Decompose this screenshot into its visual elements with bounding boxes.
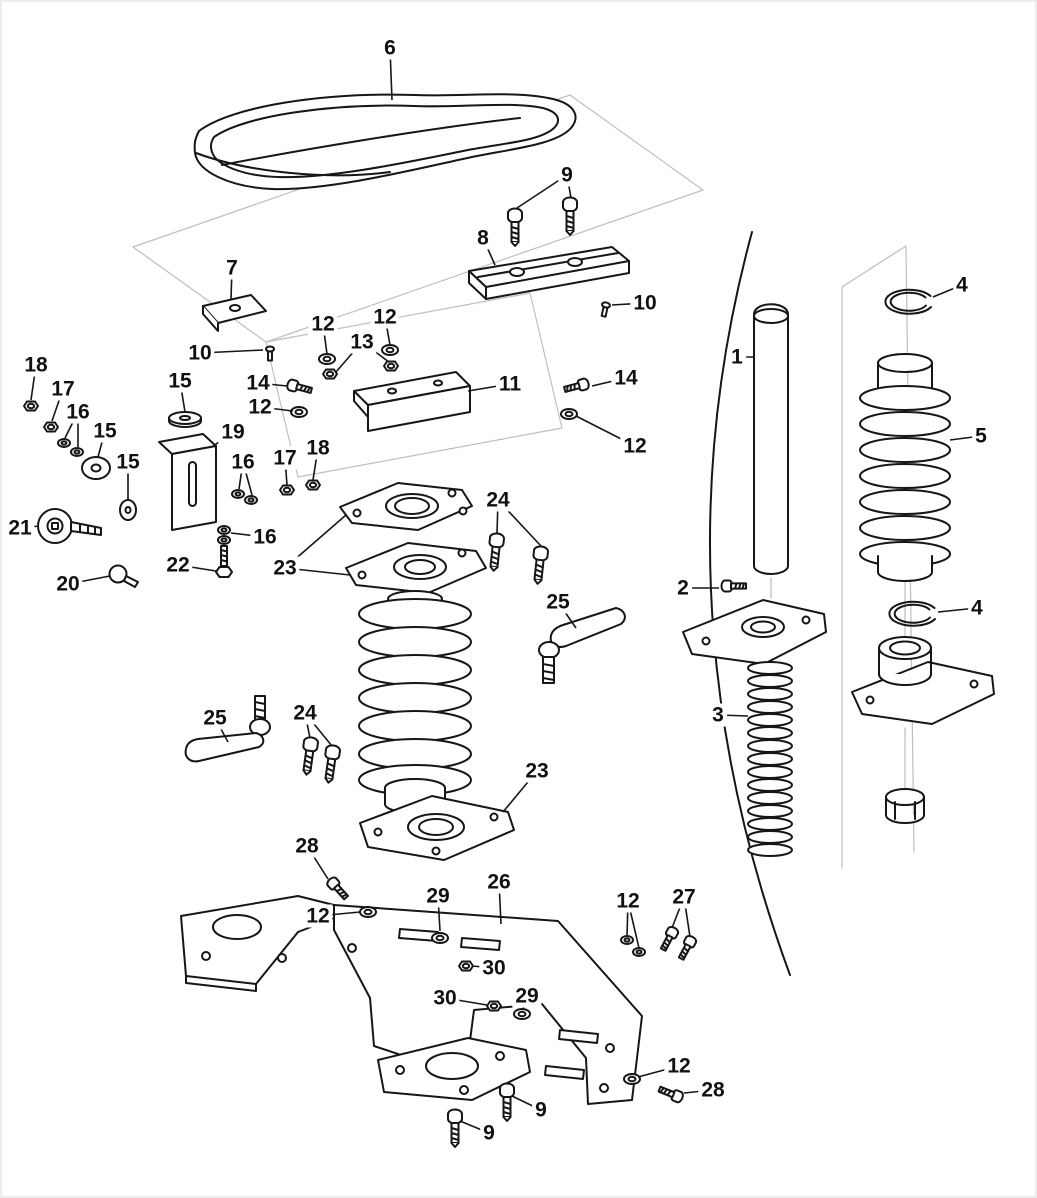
- leader-line: [637, 1065, 680, 1078]
- part-23-upper-plate: [339, 482, 473, 531]
- leader-line: [389, 47, 393, 101]
- leader-line: [437, 895, 441, 932]
- leader-line: [312, 447, 319, 481]
- leader-line: [257, 382, 288, 387]
- part-20-screw: [108, 564, 139, 588]
- leader-line: [575, 415, 636, 447]
- leader-line: [498, 881, 502, 925]
- part-21-knob: [37, 508, 102, 544]
- leader-line: [497, 499, 542, 547]
- part-22-bolt: [215, 545, 233, 578]
- leader-line: [284, 457, 288, 486]
- leader-line: [211, 431, 234, 448]
- leader-line: [467, 383, 511, 392]
- leader-line: [384, 316, 391, 346]
- hardware-left: [23, 400, 202, 521]
- leader-line: [306, 845, 329, 880]
- leader-line: [97, 430, 106, 458]
- leader-line: [284, 567, 351, 576]
- leader-line: [30, 364, 37, 401]
- leader-line: [482, 237, 496, 266]
- leader-line: [591, 377, 627, 387]
- part-bellows-center: [358, 590, 472, 814]
- leader-line: [67, 575, 111, 585]
- leader-line: [214, 717, 229, 743]
- leader-line: [937, 607, 978, 613]
- leader-line: [335, 341, 363, 373]
- leader-line: [566, 174, 572, 199]
- leader-line: [502, 770, 538, 813]
- divider-arc: [709, 231, 791, 976]
- leader-line: [717, 714, 749, 717]
- leader-line: [626, 900, 629, 937]
- leader-line: [557, 601, 577, 629]
- leader-line: [683, 1089, 714, 1094]
- leader-line: [516, 174, 568, 209]
- leader-line: [627, 900, 640, 949]
- leader-line: [242, 461, 253, 496]
- part-cap-nut: [885, 788, 925, 824]
- part-6-seat-pan: [193, 93, 577, 191]
- leader-line: [611, 302, 646, 306]
- part-23-lower-plate: [359, 795, 515, 861]
- leader-line: [230, 532, 266, 538]
- leader-line: [459, 1120, 490, 1134]
- part-5-bellows: [859, 353, 951, 582]
- part-pivot-plate-left: [682, 599, 827, 665]
- leader-line: [932, 284, 963, 298]
- leader-line: [179, 380, 186, 413]
- leader-line: [949, 435, 982, 441]
- leader-line: [322, 323, 328, 355]
- leader-line: [199, 349, 264, 354]
- part-8-rail-bracket: [468, 246, 630, 300]
- leader-line: [444, 997, 488, 1006]
- leader-line: [284, 514, 347, 569]
- part-7-mount-plate: [202, 294, 267, 332]
- leader-line: [238, 461, 244, 490]
- leader-line: [522, 995, 528, 1010]
- part-3-spring: [747, 661, 793, 857]
- leader-line: [361, 341, 390, 363]
- part-15-washer: [168, 411, 202, 428]
- part-pivot-plate-right: [851, 636, 995, 725]
- leader-line: [230, 267, 233, 300]
- part-23-mid-plate: [345, 542, 487, 594]
- part-25-lever-left: [184, 695, 271, 763]
- leader-line: [19, 525, 40, 529]
- part-11-channel-bracket: [353, 371, 471, 432]
- leader-line: [259, 406, 294, 412]
- part-15-washer: [81, 456, 111, 480]
- part-25-lever-right: [538, 607, 626, 684]
- leader-line: [177, 564, 217, 572]
- leader-line: [64, 411, 79, 439]
- leader-line: [471, 965, 495, 969]
- leader-line: [51, 388, 64, 422]
- leader-line: [496, 499, 499, 534]
- part-19-angle-bracket: [158, 433, 217, 531]
- leader-line: [511, 1095, 542, 1111]
- leader-line: [683, 896, 691, 938]
- leader-line: [671, 896, 685, 929]
- leader-line: [317, 911, 361, 917]
